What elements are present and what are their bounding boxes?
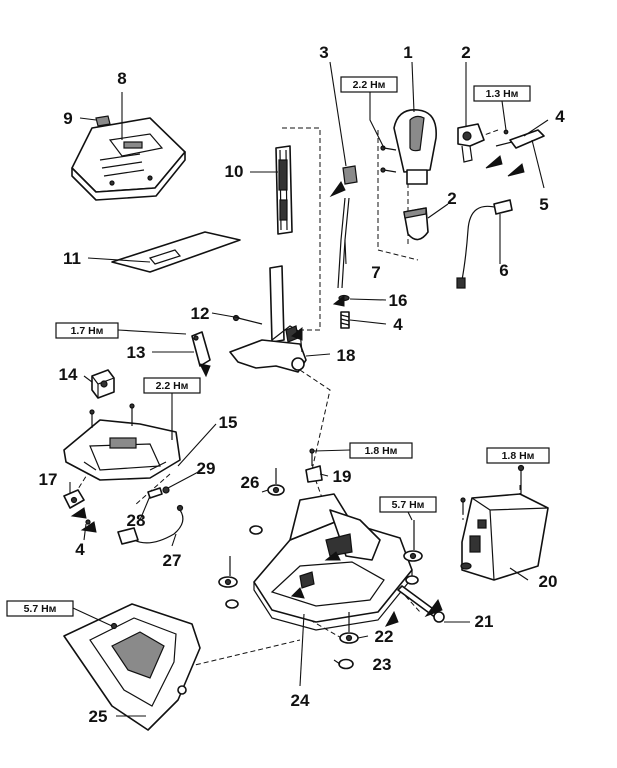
label-4c: 4 <box>75 540 85 559</box>
label-3: 3 <box>319 43 328 62</box>
torque-box-knob: 2.2 Нм <box>340 76 398 149</box>
label-22: 22 <box>375 627 394 646</box>
label-2b: 2 <box>447 189 456 208</box>
clip-part-3 <box>342 165 358 185</box>
label-12: 12 <box>191 304 210 323</box>
bolt-part-12 <box>232 314 263 325</box>
label-11: 11 <box>63 249 81 268</box>
label-15: 15 <box>219 413 238 432</box>
harness-part-27 <box>117 504 184 545</box>
torque-box-panel: 2.2 Нм <box>143 377 201 410</box>
label-14: 14 <box>59 365 78 384</box>
label-6: 6 <box>499 261 508 280</box>
shift-knob-part-1 <box>393 109 437 185</box>
washer-part-4-low <box>85 519 91 525</box>
plug-part-9 <box>95 115 111 127</box>
nut-part-23 <box>338 658 354 670</box>
torque-box-unit: 1.8 Нм <box>486 447 550 464</box>
bracket-part-19 <box>305 448 323 483</box>
shift-lever-part-18 <box>229 265 307 373</box>
label-13: 13 <box>127 343 146 362</box>
label-18: 18 <box>337 346 356 365</box>
label-5: 5 <box>539 195 548 214</box>
torque-box-button: 1.3 Нм <box>473 85 531 131</box>
pin-spring-part-4-5 <box>495 129 545 149</box>
pin-part-21 <box>397 585 445 623</box>
label-1: 1 <box>403 43 412 62</box>
slide-plate-part-11 <box>111 231 241 273</box>
label-19: 19 <box>333 467 352 486</box>
svg-text:1.8 Нм: 1.8 Нм <box>365 445 398 457</box>
cable-part-6 <box>456 199 513 289</box>
button-part-2-upper <box>457 123 485 163</box>
label-27: 27 <box>163 551 182 570</box>
torque-box-lever: 1.7 Нм <box>55 322 187 339</box>
torque-box-base: 5.7 Нм <box>6 600 113 627</box>
label-8: 8 <box>117 69 126 88</box>
block-part-14 <box>91 369 115 399</box>
svg-text:1.3 Нм: 1.3 Нм <box>486 88 519 100</box>
pin-part-28 <box>147 487 163 499</box>
label-17: 17 <box>39 470 58 489</box>
spring-part-4-mid <box>340 311 350 329</box>
console-cover-part-8 <box>71 117 186 201</box>
shaft-cover-part-10 <box>275 145 293 235</box>
leader-lines <box>69 61 549 717</box>
label-7: 7 <box>371 263 380 282</box>
label-4b: 4 <box>393 315 403 334</box>
part-labels: 1 2 2 3 4 4 4 5 6 7 8 9 10 11 12 13 14 1… <box>39 43 566 726</box>
label-20: 20 <box>539 572 558 591</box>
label-9: 9 <box>63 109 72 128</box>
switch-part-17 <box>63 489 85 509</box>
label-28: 28 <box>127 511 146 530</box>
push-rod-part-7 <box>337 197 350 289</box>
svg-text:2.2 Нм: 2.2 Нм <box>353 79 386 91</box>
detent-lever-part-13 <box>191 331 211 367</box>
connector-part-29 <box>162 486 170 494</box>
torque-box-pin: 5.7 Нм <box>379 496 437 521</box>
label-4a: 4 <box>555 107 565 126</box>
svg-text:5.7 Нм: 5.7 Нм <box>24 603 57 615</box>
knob-sleeve-part-2-lower <box>403 207 429 241</box>
svg-text:1.7 Нм: 1.7 Нм <box>71 325 104 337</box>
control-unit-part-20 <box>460 464 549 581</box>
knob-screws <box>380 145 397 173</box>
label-21: 21 <box>475 612 494 631</box>
shifter-base-part-24 <box>253 493 413 631</box>
label-25: 25 <box>89 707 108 726</box>
label-23: 23 <box>373 655 392 674</box>
label-10: 10 <box>225 162 244 181</box>
label-29: 29 <box>197 459 216 478</box>
label-16: 16 <box>389 291 408 310</box>
label-2a: 2 <box>461 43 470 62</box>
svg-text:1.8 Нм: 1.8 Нм <box>502 450 535 462</box>
svg-text:2.2 Нм: 2.2 Нм <box>156 380 189 392</box>
tray-part-25 <box>63 603 201 731</box>
torque-box-bracket: 1.8 Нм <box>313 442 413 459</box>
lubrication-arrows <box>70 155 525 627</box>
label-26: 26 <box>241 473 260 492</box>
indicator-panel-part-15 <box>63 403 181 481</box>
svg-text:5.7 Нм: 5.7 Нм <box>392 499 425 511</box>
grommets <box>218 468 423 609</box>
label-24: 24 <box>291 691 310 710</box>
